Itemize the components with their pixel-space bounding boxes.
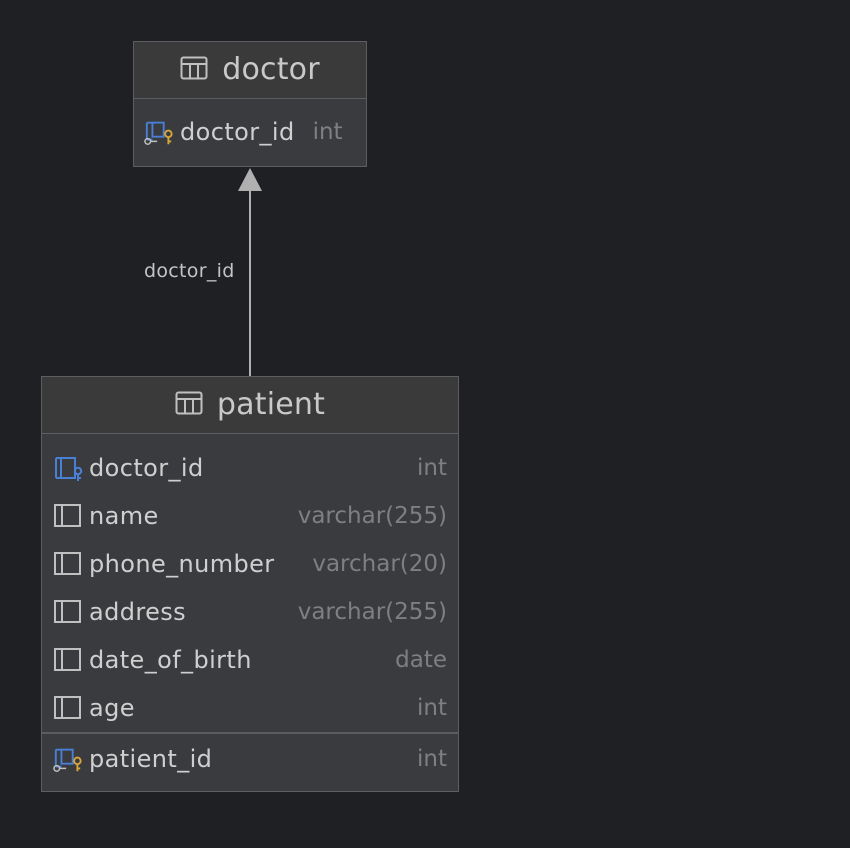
primary-key-row[interactable]: patient_id int [42,732,458,784]
column-name: name [89,502,159,530]
foreign-key-icon [53,454,83,482]
patient-table-header[interactable]: patient [42,377,458,434]
column-row[interactable]: address varchar(255) [42,588,458,636]
column-name: doctor_id [180,118,295,146]
primary-key-icon [144,118,174,146]
column-name: date_of_birth [89,646,252,674]
column-name: patient_id [89,745,213,773]
column-row[interactable]: date_of_birth date [42,636,458,684]
primary-key-icon [53,745,83,773]
patient-table[interactable]: patient doctor_id int name [41,376,459,792]
column-name: doctor_id [89,454,204,482]
column-row[interactable]: doctor_id int [42,444,458,492]
column-icon [53,646,83,674]
column-type: int [417,746,447,772]
relation-label: doctor_id [144,260,235,282]
column-type: varchar(20) [312,551,447,577]
column-type: int [417,695,447,721]
column-row[interactable]: name varchar(255) [42,492,458,540]
column-icon [53,598,83,626]
column-row[interactable]: age int [42,684,458,732]
doctor-table[interactable]: doctor doctor_id int [133,41,367,167]
table-icon [180,56,208,84]
column-name: age [89,694,135,722]
column-type: int [312,119,343,145]
patient-table-title: patient [216,387,326,422]
column-row[interactable]: doctor_id int [134,99,366,165]
doctor-table-header[interactable]: doctor [134,42,366,99]
column-type: varchar(255) [297,503,447,529]
column-type: varchar(255) [297,599,447,625]
doctor-table-title: doctor [222,52,320,87]
column-row[interactable]: phone_number varchar(20) [42,540,458,588]
column-icon [53,694,83,722]
relation-arrowhead [238,168,262,191]
column-name: phone_number [89,550,275,578]
column-icon [53,502,83,530]
table-icon [175,391,203,419]
patient-columns: doctor_id int name varchar(255) phone_nu… [42,434,458,784]
column-icon [53,550,83,578]
column-type: int [417,455,447,481]
column-type: date [395,647,447,673]
column-name: address [89,598,187,626]
